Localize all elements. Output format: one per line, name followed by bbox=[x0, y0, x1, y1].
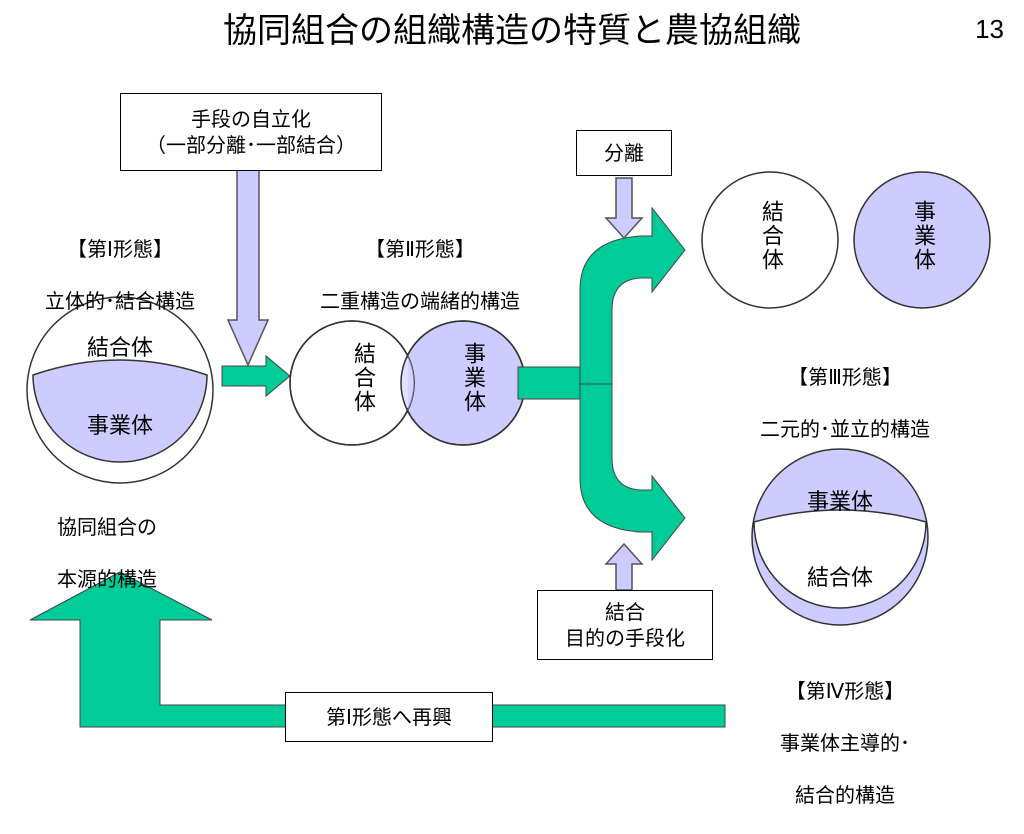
form1-label: 【第Ⅰ形態】 立体的･結合構造 bbox=[45, 237, 195, 313]
form3-enterprise-circle bbox=[853, 171, 991, 309]
autonomy-sub: （一部分離･一部結合） bbox=[146, 133, 356, 157]
origin-label: 協同組合の 本源的構造 bbox=[57, 515, 157, 591]
autonomy-title: 手段の自立化 bbox=[191, 107, 311, 131]
combination-box: 結合 目的の手段化 bbox=[537, 590, 713, 660]
form3-enterprise-text: 事業体 bbox=[910, 200, 935, 272]
form4-label: 【第Ⅳ形態】 事業体主導的･ 結合的構造 bbox=[780, 679, 910, 807]
form1-enterprise-text: 事業体 bbox=[86, 414, 153, 439]
form2-enterprise-text: 事業体 bbox=[460, 342, 485, 414]
split-stem bbox=[517, 366, 583, 400]
slide-title: 協同組合の組織構造の特質と農協組織 bbox=[223, 11, 801, 51]
form3-association-text: 結合体 bbox=[758, 200, 783, 272]
separation-box: 分離 bbox=[576, 130, 672, 176]
form4-association-crescent bbox=[753, 509, 927, 609]
form4-association-text: 結合体 bbox=[806, 566, 873, 591]
form3-association-circle bbox=[701, 171, 839, 309]
form1-enterprise-crescent bbox=[32, 359, 208, 463]
form1-to-form2-arrow bbox=[221, 354, 291, 398]
lower-split-arrow bbox=[579, 383, 686, 562]
form4-enterprise-text: 事業体 bbox=[806, 490, 873, 515]
upper-split-arrow bbox=[579, 206, 686, 385]
autonomy-box: 手段の自立化 （一部分離･一部結合） bbox=[120, 93, 382, 171]
form2-label: 【第Ⅱ形態】 二重構造の端緒的構造 bbox=[320, 237, 520, 313]
combination-arrow bbox=[604, 542, 644, 591]
form2-association-text: 結合体 bbox=[350, 342, 375, 414]
autonomy-down-arrow bbox=[226, 169, 270, 367]
revival-box: 第Ⅰ形態へ再興 bbox=[285, 692, 493, 742]
diagram-canvas bbox=[26, 169, 991, 728]
page-number: 13 bbox=[975, 14, 1004, 44]
separation-arrow bbox=[604, 177, 644, 240]
form1-association-text: 結合体 bbox=[86, 336, 153, 361]
form3-label: 【第Ⅲ形態】 二元的･並立的構造 bbox=[760, 365, 930, 441]
